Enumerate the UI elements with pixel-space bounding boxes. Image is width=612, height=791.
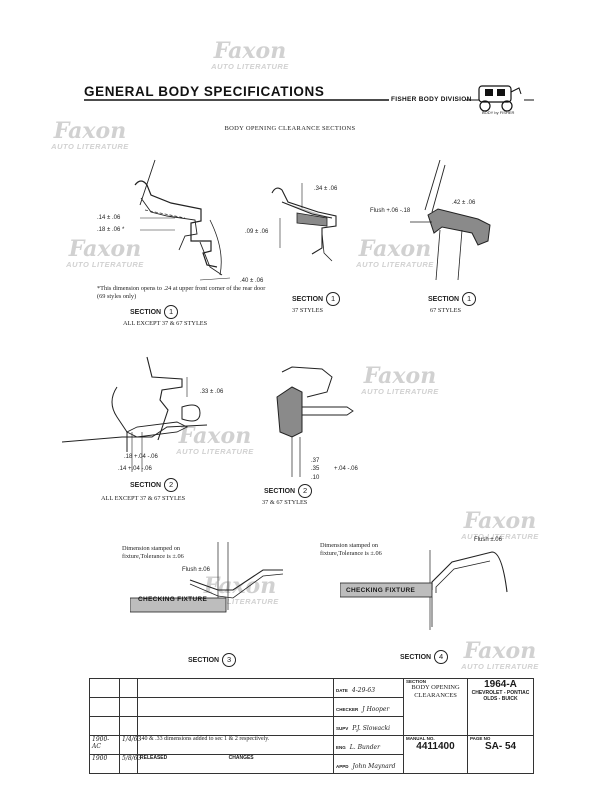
section-number: 2 (298, 484, 313, 498)
dimension-label: .34 ± .06 (314, 186, 338, 192)
section-label: SECTION (130, 308, 162, 316)
section-cell-label: SECTION (406, 679, 427, 684)
page-label: PAGE NO (470, 736, 491, 741)
changes-label: CHANGES (228, 755, 254, 761)
checking-fixture-label: CHECKING FIXTURE (138, 596, 208, 603)
date-cell: DATE 4-29-63 (333, 678, 404, 698)
released-date: 5/8/63 (119, 754, 141, 774)
eng-cell: ENG L. Bunder (333, 735, 404, 755)
header-rule (84, 99, 534, 101)
section-styles: ALL EXCEPT 37 & 67 STYLES (101, 495, 186, 502)
dimension-label: .37 (311, 458, 320, 464)
section1b-drawing (271, 183, 337, 262)
eng-label: ENG (336, 745, 346, 750)
released-label: RELEASED (140, 755, 168, 761)
manual-number: 4411400 (416, 741, 455, 752)
section1c-drawing (410, 160, 491, 280)
manual-label: MANUAL NO. (406, 736, 435, 741)
checker-value: J Hooper (362, 706, 390, 713)
section-cell: SECTION BODY OPENING CLEARANCES (403, 678, 468, 736)
section3-drawing (130, 542, 284, 613)
section-number: 1 (164, 305, 179, 319)
dimension-label: .18 +.04 -.06 (124, 454, 158, 460)
supv-label: SUPV (336, 726, 349, 731)
section-styles: 37 & 67 STYLES (262, 499, 308, 506)
section-number: 1 (326, 292, 341, 306)
page-title: GENERAL BODY SPECIFICATIONS (84, 84, 325, 99)
flush-label: Flush ±.06 (182, 567, 210, 573)
model-year: 1964-A (484, 679, 517, 690)
dimension-label: .40 ± .06 (240, 278, 264, 284)
released-row: RELEASED CHANGES (137, 754, 334, 774)
section-subtitle: BODY OPENING CLEARANCE SECTIONS (224, 125, 356, 132)
checking-fixture-label: CHECKING FIXTURE (346, 587, 416, 594)
appd-value: John Maynard (352, 763, 396, 770)
section-number: 3 (222, 653, 237, 667)
logo-text: BODY by FISHER (482, 110, 515, 115)
manual-cell: MANUAL NO. 4411400 (403, 735, 468, 774)
title-block: DATE 4-29-63 SECTION BODY OPENING CLEARA… (89, 678, 534, 774)
change-ref: 1900-AC (89, 735, 120, 755)
section-number: 2 (164, 478, 179, 492)
supv-cell: SUPV P.J. Slowacki (333, 716, 404, 736)
division-label: FISHER BODY DIVISION (391, 96, 472, 103)
footnote: *This dimension opens to .24 at upper fr… (97, 285, 266, 300)
section-number: 4 (434, 650, 449, 664)
section-label: SECTION (188, 656, 220, 664)
change-date: 1/4/63 (119, 735, 141, 755)
fixture-note: Dimension stamped on fixture,Tolerance i… (122, 545, 184, 560)
supv-value: P.J. Slowacki (352, 725, 391, 732)
checker-cell: CHECKER J Hooper (333, 697, 404, 717)
section2a-drawing (62, 356, 208, 472)
dimension-label: +.04 -.06 (334, 466, 358, 472)
released-ref: 1900 (89, 754, 120, 774)
appd-cell: APPD John Maynard (333, 754, 404, 774)
section-label: SECTION (264, 487, 296, 495)
dimension-label: .10 (311, 475, 320, 481)
section4-drawing (340, 550, 508, 630)
section2b-drawing (276, 366, 354, 477)
section-label: SECTION (130, 481, 162, 489)
appd-label: APPD (336, 764, 349, 769)
dimension-label: Flush +.06 -.18 (370, 208, 411, 214)
flush-label: Flush ±.06 (474, 537, 502, 543)
section-label: SECTION (400, 653, 432, 661)
dimension-label: .42 ± .06 (452, 200, 476, 206)
dimension-label: .09 ± .06 (245, 229, 269, 235)
dimension-label: .14 ± .06 (97, 215, 121, 221)
page-number: SA- 54 (484, 741, 517, 752)
section-title: BODY OPENING CLEARANCES (411, 684, 460, 699)
section-number: 1 (462, 292, 477, 306)
makes-list: CHEVROLET - PONTIAC OLDS - BUICK (471, 690, 530, 702)
section-label: SECTION (428, 295, 460, 303)
dimension-label: .35 (311, 466, 320, 472)
page-cell: PAGE NO SA- 54 (467, 735, 534, 774)
eng-value: L. Bunder (349, 744, 380, 751)
dimension-label: .14 +.04 -.06 (118, 466, 152, 472)
dimension-label: .18 ± .06 * (97, 227, 125, 233)
checker-label: CHECKER (336, 707, 359, 712)
dimension-label: .33 ± .06 (200, 389, 224, 395)
fisher-coach-logo (478, 85, 522, 112)
section-styles: 67 STYLES (430, 307, 461, 314)
section-styles: ALL EXCEPT 37 & 67 STYLES (123, 320, 208, 327)
section-styles: 37 STYLES (292, 307, 323, 314)
change-text: .40 & .33 dimensions added to sec 1 & 2 … (137, 735, 334, 755)
section1a-drawing (134, 159, 231, 281)
year-cell: 1964-A CHEVROLET - PONTIAC OLDS - BUICK (467, 678, 534, 736)
section-label: SECTION (292, 295, 324, 303)
date-value: 4-29-63 (351, 687, 376, 694)
date-label: DATE (336, 688, 348, 693)
fixture-note: Dimension stamped on fixture,Tolerance i… (320, 542, 382, 557)
